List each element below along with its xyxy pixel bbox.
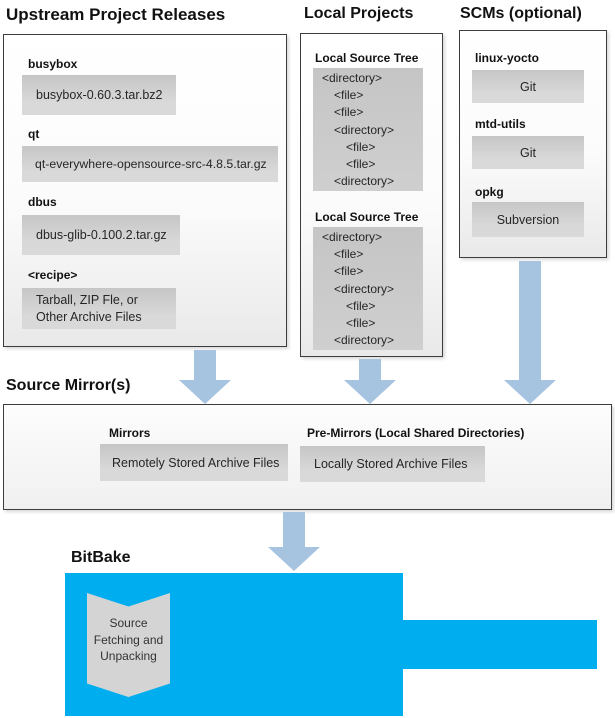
upstream-panel: busybox busybox-0.60.3.tar.bz2 qt qt-eve… [3, 34, 287, 347]
upstream-item-label: <recipe> [28, 268, 78, 282]
tree-line: <directory> [334, 174, 395, 189]
local-projects-panel: Local Source Tree <directory> <file> <fi… [300, 33, 443, 357]
source-mirrors-title: Source Mirror(s) [6, 377, 131, 394]
scm-item-label: linux-yocto [475, 51, 540, 65]
upstream-item-label: dbus [28, 195, 57, 209]
ribbon-line: Fetching and [93, 632, 164, 647]
tree-line: <file> [334, 247, 364, 262]
tree-line: <directory> [334, 333, 395, 348]
mirrors-box: Remotely Stored Archive Files [100, 444, 288, 481]
down-arrow-mirrors-to-bitbake [268, 512, 320, 571]
ribbon-line: Unpacking [100, 649, 157, 664]
premirrors-box: Locally Stored Archive Files [300, 446, 485, 482]
tree-line: <file> [346, 298, 376, 313]
scms-title: SCMs (optional) [460, 5, 582, 22]
archive-line: Other Archive Files [36, 309, 142, 324]
local-source-tree-box: <directory> <file> <file> <directory> <f… [313, 227, 423, 350]
tree-line: <file> [334, 264, 364, 279]
upstream-title: Upstream Project Releases [6, 5, 226, 24]
scm-tool-box: Git [472, 136, 584, 169]
tree-line: <directory> [334, 122, 395, 137]
scms-panel: linux-yocto Git mtd-utils Git opkg Subve… [459, 30, 607, 258]
local-source-tree-label: Local Source Tree [315, 210, 419, 224]
down-arrow-scms-to-mirrors [504, 261, 556, 404]
down-arrow-local-to-mirrors [344, 359, 396, 404]
scm-tool-box: Git [472, 70, 584, 103]
upstream-item-file: dbus-glib-0.100.2.tar.gz [22, 215, 180, 255]
local-projects-title: Local Projects [304, 5, 414, 22]
tree-line: <directory> [322, 71, 383, 85]
upstream-item-label: qt [28, 127, 40, 141]
archive-line: Tarball, ZIP Fle, or [36, 293, 138, 307]
upstream-item-file: busybox-0.60.3.tar.bz2 [22, 75, 176, 115]
ribbon-line: Source [109, 616, 148, 631]
bitbake-title: BitBake [71, 549, 131, 566]
ribbon-text: Source Fetching and Unpacking [94, 615, 163, 665]
scm-item-label: opkg [475, 185, 504, 199]
upstream-item-file: Tarball, ZIP Fle, or Other Archive Files [22, 288, 176, 329]
tree-line: <file> [334, 105, 364, 120]
local-source-tree-box: <directory> <file> <file> <directory> <f… [313, 68, 423, 191]
source-mirrors-panel: Mirrors Remotely Stored Archive Files Pr… [3, 404, 612, 510]
tree-line: <directory> [322, 230, 383, 244]
local-source-tree-label: Local Source Tree [315, 51, 419, 65]
tree-line: <file> [346, 139, 376, 154]
tree-line: <directory> [334, 281, 395, 296]
down-arrow-upstream-to-mirrors [179, 350, 231, 404]
premirrors-label: Pre-Mirrors (Local Shared Directories) [307, 426, 525, 440]
scm-item-label: mtd-utils [475, 117, 526, 131]
tree-line: <file> [334, 88, 364, 103]
upstream-item-file: qt-everywhere-opensource-src-4.8.5.tar.g… [22, 146, 278, 182]
bitbake-output-tab [400, 620, 597, 669]
mirrors-label: Mirrors [109, 426, 151, 440]
tree-line: <file> [346, 157, 376, 172]
tree-line: <file> [346, 316, 376, 331]
scm-tool-box: Subversion [472, 202, 584, 237]
upstream-item-label: busybox [28, 57, 78, 71]
source-fetching-ribbon: Source Fetching and Unpacking [87, 593, 170, 697]
